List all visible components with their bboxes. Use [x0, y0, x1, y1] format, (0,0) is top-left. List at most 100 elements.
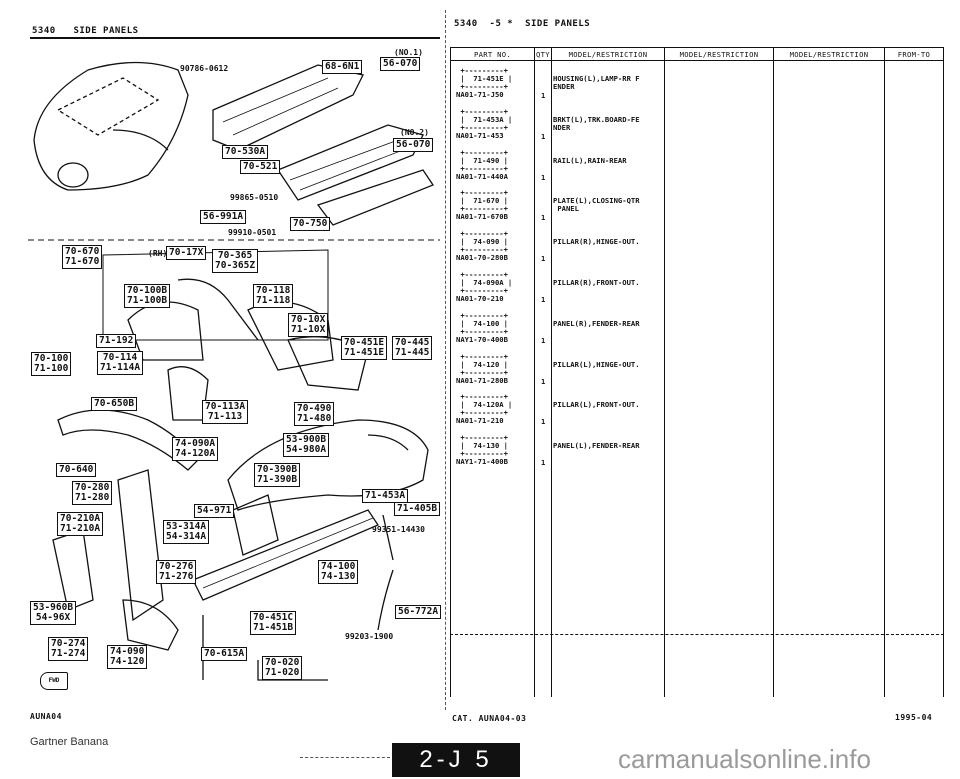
row-qty: 1	[541, 91, 546, 100]
parts-diagram	[28, 61, 440, 681]
row-key: | 71-451E |	[456, 74, 513, 83]
row-border-top: +---------+	[456, 106, 508, 116]
diagram-label-70-670: 70-670 71-670	[62, 245, 103, 269]
row-description: PILLAR(R),HINGE-OUT.	[553, 237, 640, 247]
diagram-label-70-530A: 70-530A	[222, 145, 269, 159]
row-border-bottom: +---------+	[456, 286, 508, 295]
diagram-label-54-971: 54-971	[194, 504, 235, 518]
row-key: | 74-120A |	[456, 400, 513, 410]
diagram-label-70-390B: 70-390B 71-390B	[254, 463, 301, 487]
diagram-label-70-276: 70-276 71-276	[156, 560, 197, 584]
diagram-label-53-900B: 53-900B 54-980A	[283, 433, 330, 457]
row-border-top: +---------+	[456, 188, 508, 198]
row-qty: 1	[541, 295, 546, 304]
row-qty: 1	[541, 417, 546, 427]
diagram-label-70-490: 70-490 71-480	[294, 402, 335, 426]
page-number: 2-J 5	[419, 746, 493, 773]
row-qty: 1	[541, 458, 546, 468]
row-description: PILLAR(L),HINGE-OUT.	[553, 359, 640, 369]
row-key: | 74-090 |	[456, 237, 508, 247]
diagram-label-53-960B: 53-960B 54-96X	[30, 601, 77, 625]
row-part-number: NA01-70-210	[456, 294, 504, 303]
front-pillar	[117, 469, 164, 622]
diagram-label-71-192: 71-192	[96, 334, 137, 348]
footer-left-code: AUNA04	[30, 712, 62, 721]
row-description: PANEL(R),FENDER-REAR	[553, 318, 640, 328]
diagram-label-70-020: 70-020 71-020	[262, 656, 303, 680]
row-border-top: +---------+	[456, 351, 508, 361]
row-border-top: +---------+	[456, 433, 508, 443]
row-border-bottom: +---------+	[456, 163, 508, 173]
row-key: | 71-670 |	[456, 196, 508, 206]
diagram-label-rh: (RH)	[148, 249, 168, 258]
row-border-top: +---------+	[456, 147, 508, 157]
diagram-number-90786: 90786-0612	[180, 64, 229, 73]
footer-credit: Gartner Banana	[30, 736, 109, 748]
diagram-label-70-521: 70-521	[240, 160, 281, 174]
left-header-model: 5340	[32, 26, 56, 36]
table-row-part-block: +---------+ | 71-490 | +---------+NA01-7…	[456, 147, 508, 181]
table-row-part-block: +---------+ | 71-451E | +---------+NA01-…	[456, 67, 512, 99]
diagram-number-99865: 99865-0510	[230, 193, 279, 202]
row-key: | 74-100 |	[456, 318, 508, 328]
row-qty: 1	[541, 335, 546, 345]
row-key: | 74-130 |	[456, 441, 508, 451]
diagram-label-70-365: 70-365 70-365Z	[212, 249, 259, 273]
diagram-label-70-17X: 70-17X	[166, 246, 207, 260]
col-part-no: PART NO.	[450, 47, 535, 61]
row-description: PILLAR(L),FRONT-OUT.	[553, 400, 640, 410]
row-part-number: NAY1-70-400B	[456, 334, 508, 344]
diagram-label-70-650B: 70-650B	[91, 397, 138, 411]
row-border-bottom: +---------+	[456, 82, 508, 91]
right-header-title: SIDE PANELS	[525, 19, 591, 29]
diagram-label-70-451E: 70-451E 71-451E	[341, 336, 388, 360]
row-key: | 71-453A |	[456, 114, 513, 124]
row-border-top: +---------+	[456, 229, 508, 239]
row-description: PLATE(L),CLOSING-QTR PANEL	[553, 196, 640, 214]
row-part-number: NA01-71-670B	[456, 212, 508, 222]
parts-table: PART NO. QTY MODEL/RESTRICTION MODEL/RES…	[450, 47, 944, 697]
row-border-top: +---------+	[456, 392, 508, 402]
row-part-number: NA01-71-453	[456, 130, 504, 140]
diagram-label-56-070-a: 56-070	[380, 57, 421, 71]
footer-catalog: CAT. AUNA04-03	[452, 714, 527, 723]
row-qty: 1	[541, 254, 546, 264]
row-border-bottom: +---------+	[456, 245, 508, 255]
diagram-label-70-210A: 70-210A 71-210A	[57, 512, 104, 536]
left-header-rule	[30, 37, 440, 39]
col-model-2: MODEL/RESTRICTION	[664, 47, 774, 61]
diagram-label-70-10X: 70-10X 71-10X	[288, 313, 329, 337]
row-key: | 71-490 |	[456, 155, 508, 165]
row-border-top: +---------+	[456, 270, 508, 279]
table-row-part-block: +---------+ | 74-090 | +---------+NA01-7…	[456, 230, 508, 262]
diagram-number-99910: 99910-0501	[228, 228, 277, 237]
row-border-bottom: +---------+	[456, 449, 508, 459]
col-model-3: MODEL/RESTRICTION	[773, 47, 885, 61]
car-outline	[33, 61, 189, 191]
col-model-1: MODEL/RESTRICTION	[551, 47, 665, 61]
diagram-number-99203: 99203-1900	[345, 632, 394, 641]
diagram-label-56-772A: 56-772A	[395, 605, 442, 619]
diagram-label-70-113A: 70-113A 71-113	[202, 400, 249, 424]
diagram-label-70-445: 70-445 71-445	[392, 336, 433, 360]
row-description: PANEL(L),FENDER-REAR	[553, 441, 640, 451]
row-border-bottom: +---------+	[456, 204, 508, 214]
diagram-label-70-100: 70-100 71-100	[31, 352, 72, 376]
row-part-number: NA01-71-440A	[456, 171, 508, 181]
row-border-bottom: +---------+	[456, 408, 508, 418]
table-row-part-block: +---------+ | 74-130 | +---------+NAY1-7…	[456, 434, 508, 466]
diagram-label-70-118: 70-118 71-118	[253, 284, 294, 308]
row-key: | 74-090A |	[456, 278, 513, 287]
table-row-part-block: +---------+ | 74-120 | +---------+NA01-7…	[456, 351, 508, 385]
row-border-top: +---------+	[456, 66, 508, 75]
diagram-label-70-280: 70-280 71-280	[72, 481, 113, 505]
row-part-number: NA01-70-280B	[456, 253, 508, 263]
diagram-label-74-100: 74-100 74-130	[318, 560, 359, 584]
fwd-arrow-icon: FWD	[40, 672, 68, 690]
table-row-part-block: +---------+ | 71-670 | +---------+NA01-7…	[456, 189, 508, 221]
col-qty: QTY	[534, 47, 552, 61]
right-header-model: 5340	[454, 19, 478, 29]
footer-date: 1995-04	[895, 713, 933, 722]
diagram-label-71-405B: 71-405B	[394, 502, 441, 516]
right-header: 5340 -5 * SIDE PANELS	[454, 19, 590, 29]
